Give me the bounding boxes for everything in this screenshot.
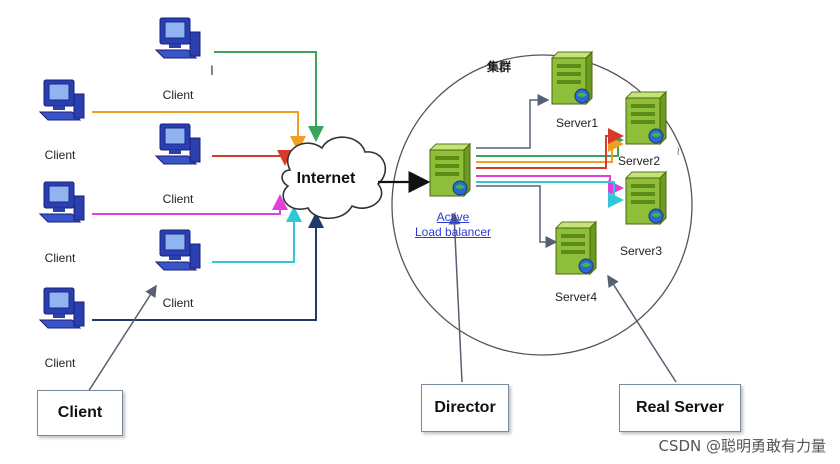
internet-label: Internet — [296, 170, 356, 187]
director-to-server1 — [476, 94, 550, 149]
server1-icon — [551, 51, 593, 105]
client-computer-icon — [155, 17, 201, 59]
server3-label: Server3 — [620, 244, 663, 258]
client-computer-icon — [155, 123, 201, 165]
client-label: Client — [162, 88, 194, 102]
client-label: Client — [44, 356, 76, 370]
tilde-mark: ≀ — [676, 144, 681, 158]
internet-cloud — [281, 136, 387, 220]
client4-link — [92, 194, 288, 215]
director-callout-pointer — [448, 212, 463, 383]
watermark: CSDN @聪明勇敢有力量 — [658, 437, 826, 455]
server4-icon — [555, 221, 597, 275]
realserver-callout-pointer — [607, 274, 677, 383]
client-label: Client — [44, 148, 76, 162]
client3-link — [212, 150, 293, 166]
client-computer-icon — [39, 79, 85, 121]
client5-link — [212, 206, 302, 263]
cluster-boundary — [391, 54, 693, 356]
server2-label: Server2 — [618, 154, 661, 168]
client-computer-icon — [155, 229, 201, 271]
client-label: Client — [162, 296, 194, 310]
cluster-label: 集群 — [487, 60, 512, 74]
server2-icon — [625, 91, 667, 145]
director-to-server4 — [476, 185, 558, 248]
client-label: Client — [162, 192, 194, 206]
client2-link — [92, 111, 306, 152]
client-callout-box: Client — [37, 390, 123, 436]
text-cursor-icon: I — [210, 62, 214, 78]
client1-link — [214, 51, 324, 142]
director-node-label: Active Load balancer — [414, 210, 492, 239]
client-callout-pointer — [87, 284, 157, 393]
real-server-callout-box: Real Server — [619, 384, 741, 432]
client-computer-icon — [39, 181, 85, 223]
director-server-icon — [429, 143, 471, 197]
server1-label: Server1 — [556, 116, 599, 130]
server3-icon — [625, 171, 667, 225]
client-label: Client — [44, 251, 76, 265]
director-callout-box: Director — [421, 384, 509, 432]
client6-link — [92, 212, 324, 321]
client-computer-icon — [39, 287, 85, 329]
server4-label: Server4 — [555, 290, 598, 304]
